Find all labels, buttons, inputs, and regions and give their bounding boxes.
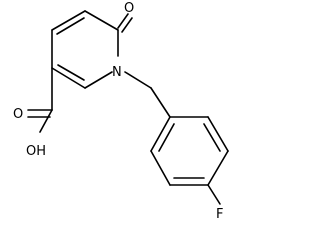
bond-ar3-ar4 [207, 150, 229, 186]
bond-cooh-oh [39, 109, 53, 133]
bond-c3-c2 [51, 67, 86, 89]
structure-canvas: O N O OH F [13, 1, 229, 222]
bond-c3-c2-inner [57, 64, 85, 81]
bond-c5-c4-inner [56, 17, 85, 35]
atom-label-carbonyl-oxygen: O [124, 1, 134, 16]
bond-ar4-f [207, 184, 221, 205]
bond-ar6-ar1-inner [158, 123, 175, 152]
bond-c2-n [84, 71, 113, 89]
bond-ch2-aryl [150, 87, 171, 118]
atom-label-acid-hydroxyl: OH [26, 144, 46, 159]
bond-c6-o [117, 13, 129, 29]
atom-label-fluorine: F [216, 207, 223, 222]
atom-label-acid-oxygen: O [13, 107, 23, 122]
bond-c6-o-double [121, 17, 133, 33]
bond-ar2-ar3 [207, 116, 229, 152]
bond-n-ch2 [124, 71, 152, 89]
bond-ar2-ar3-inner [203, 123, 221, 152]
bond-ar5-ar6 [150, 150, 171, 186]
bond-ar6-ar1 [150, 116, 171, 152]
bond-c5-c4 [51, 10, 86, 31]
molecule-structure: O N O OH F [13, 1, 229, 222]
bond-c6-c5 [84, 10, 119, 31]
atom-label-ring-nitrogen: N [112, 65, 122, 80]
